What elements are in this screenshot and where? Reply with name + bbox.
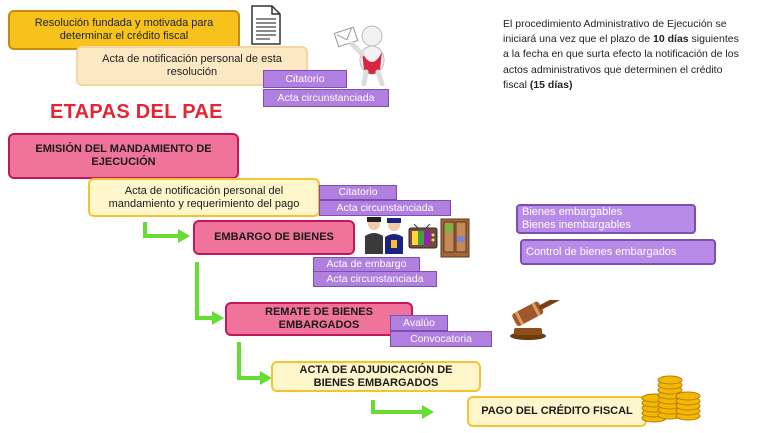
tv-icon — [408, 224, 438, 249]
remate-box: REMATE DE BIENES EMBARGADOS — [225, 302, 413, 336]
embargo-box: EMBARGO DE BIENES — [193, 220, 355, 255]
officers-icon — [365, 217, 403, 254]
note-bold-2: (15 días) — [529, 78, 573, 91]
arrow-3 — [237, 342, 272, 385]
pago-text: PAGO DEL CRÉDITO FISCAL — [481, 405, 633, 418]
page-title: ETAPAS DEL PAE — [50, 101, 223, 123]
citatorio-1-label: Citatorio — [285, 72, 325, 85]
adjudicacion-box: ACTA DE ADJUDICACIÓN DE BIENES EMBARGADO… — [271, 361, 481, 392]
bienes-box: Bienes embargables Bienes inembargables — [516, 204, 696, 234]
avaluo-label: Avalúo — [403, 316, 435, 329]
adjudicacion-text: ACTA DE ADJUDICACIÓN DE BIENES EMBARGADO… — [299, 363, 453, 389]
citatorio-2: Citatorio — [319, 185, 397, 200]
acta-circunstanciada-3: Acta circunstanciada — [313, 271, 437, 287]
emision-mandamiento-box: EMISIÓN DEL MANDAMIENTO DE EJECUCIÓN — [8, 133, 239, 179]
acta-resolucion-text: Acta de notificación personal de esta re… — [102, 53, 282, 78]
document-icon — [251, 5, 281, 45]
citatorio-1: Citatorio — [263, 70, 347, 88]
convocatoria: Convocatoria — [390, 331, 492, 347]
arrow-2 — [195, 262, 224, 325]
note-text-2: siguientes a la fecha en que surta efect… — [503, 33, 739, 91]
bienes-inembargables-label: Bienes inembargables — [522, 219, 631, 231]
convocatoria-label: Convocatoria — [410, 332, 472, 345]
bienes-embargables-label: Bienes embargables — [522, 206, 623, 219]
gavel-icon — [510, 300, 570, 340]
emision-mandamiento-text: EMISIÓN DEL MANDAMIENTO DE EJECUCIÓN — [35, 143, 212, 168]
acta-circunstanciada-1-label: Acta circunstanciada — [277, 91, 375, 104]
acta-circunstanciada-2: Acta circunstanciada — [319, 200, 451, 216]
acta-embargo-label: Acta de embargo — [326, 258, 407, 271]
acta-circunstanciada-1: Acta circunstanciada — [263, 89, 389, 107]
acta-embargo: Acta de embargo — [313, 257, 420, 272]
mail-person-icon — [334, 25, 385, 86]
note-bold-1: 10 días — [653, 33, 689, 46]
acta-circunstanciada-3-label: Acta circunstanciada — [326, 272, 424, 285]
plazo-note: El procedimiento Administrativo de Ejecu… — [503, 17, 743, 93]
note-text-1: El procedimiento Administrativo de Ejecu… — [503, 18, 727, 46]
remate-text: REMATE DE BIENES EMBARGADOS — [265, 306, 373, 331]
control-bienes-box: Control de bienes embargados — [520, 239, 716, 265]
acta-circunstanciada-2-label: Acta circunstanciada — [336, 201, 434, 214]
citatorio-2-label: Citatorio — [338, 186, 378, 199]
cabinet-icon — [440, 218, 470, 258]
pago-box: PAGO DEL CRÉDITO FISCAL — [467, 396, 647, 427]
arrow-4 — [371, 400, 434, 419]
coins-icon — [641, 375, 701, 423]
control-bienes-label: Control de bienes embargados — [526, 245, 677, 258]
resolucion-text: Resolución fundada y motivada para deter… — [34, 17, 214, 42]
acta-mandamiento-box: Acta de notificación personal del mandam… — [88, 178, 320, 217]
arrow-1 — [143, 222, 190, 243]
avaluo: Avalúo — [390, 315, 448, 331]
resolucion-box: Resolución fundada y motivada para deter… — [8, 10, 240, 50]
embargo-text: EMBARGO DE BIENES — [214, 231, 334, 244]
acta-mandamiento-text: Acta de notificación personal del mandam… — [108, 184, 300, 210]
